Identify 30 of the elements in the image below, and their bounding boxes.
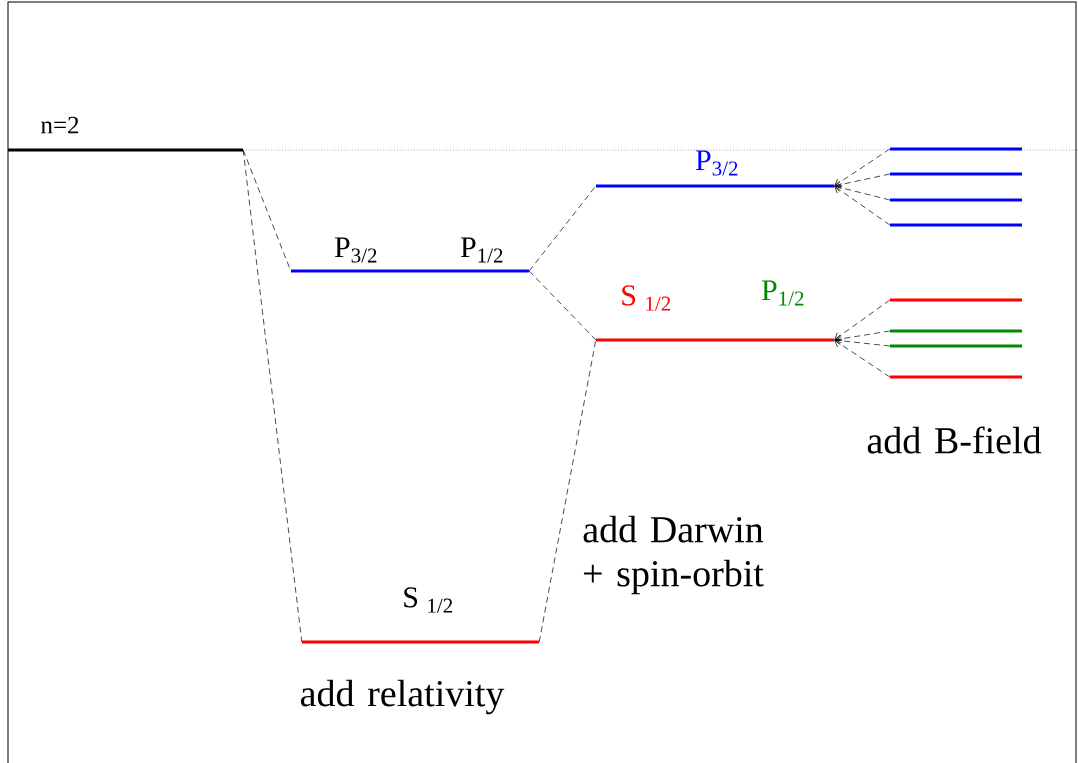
state-label: S $_{1/2}$ [622,285,671,311]
state-label: P$_{3/2}$ [695,150,738,176]
dashed-connector [834,173,891,189]
dashed-connector [834,299,891,340]
energy-level [890,375,1022,379]
dashed-connector [834,183,891,201]
dashed-connector [538,339,597,643]
dashed-connector [528,270,597,341]
dashed-connector [834,148,891,186]
energy-level [890,198,1022,202]
step-label: add relativity [301,679,505,715]
dashed-connector [834,340,891,378]
dashed-connector [528,185,597,272]
state-label: P$_{3/2}$ [334,237,377,263]
energy-level [890,344,1022,348]
dashed-connector [242,149,303,643]
energy-level [890,329,1022,333]
step-label: add Darwin + spin-orbit [583,515,764,595]
energy-level [890,172,1022,176]
step-label: add B-field [867,426,1042,454]
dashed-connector [834,330,891,344]
energy-level [890,223,1022,227]
state-label: n=2 [41,116,79,134]
dashed-connector [834,186,891,226]
state-label: P$_{1/2}$ [460,237,503,263]
state-label: P$_{1/2}$ [761,280,804,306]
energy-level [890,298,1022,302]
dashed-connector [834,336,891,347]
energy-level [890,147,1022,151]
state-label: S $_{1/2}$ [404,587,453,613]
